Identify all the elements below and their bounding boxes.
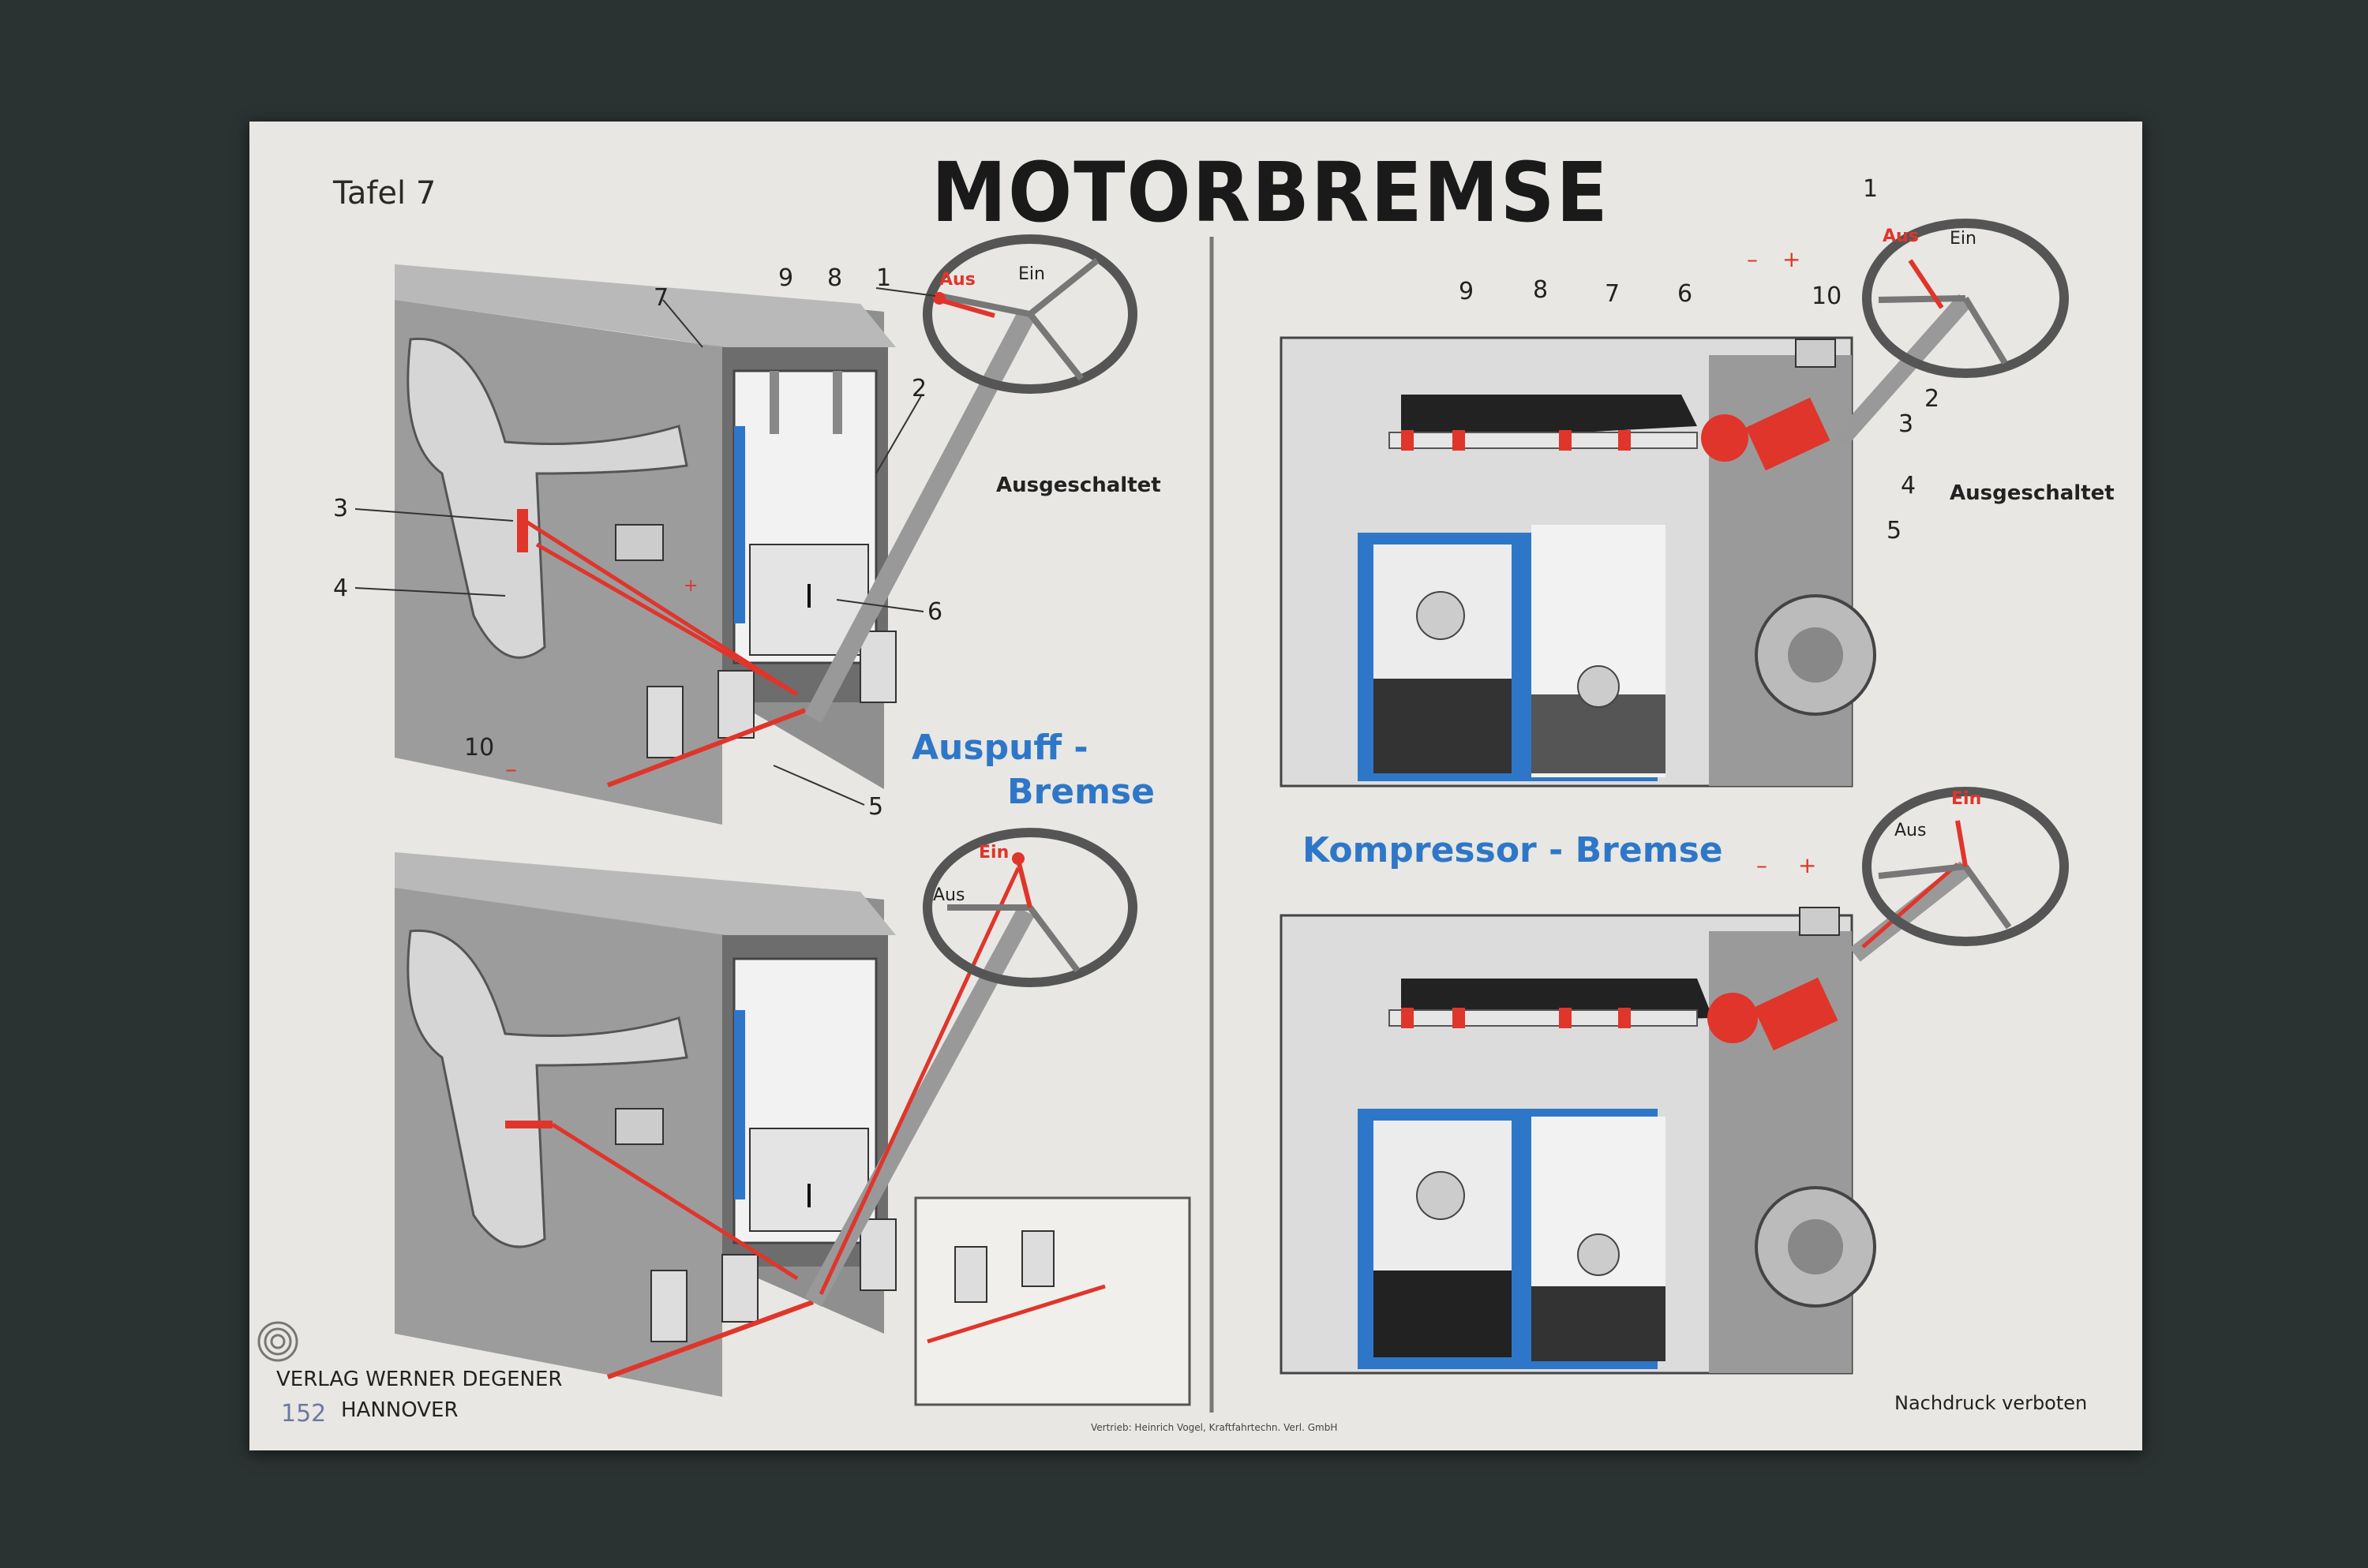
left-callout-4: 4	[333, 574, 349, 602]
right-bottom-switch-on: Ein	[1951, 789, 1982, 809]
copyright-note: Nachdruck verboten	[1894, 1392, 2088, 1414]
exhaust-brake-engine-top	[395, 234, 1137, 825]
right-bottom-minus-sign: –	[1756, 852, 1767, 878]
exhaust-brake-engine-bottom	[395, 828, 1191, 1406]
left-callout-2: 2	[912, 375, 927, 402]
poster-title: MOTORBREMSE	[931, 144, 1609, 241]
right-minus-sign: –	[1747, 246, 1758, 272]
left-heading-line1: Auspuff -	[912, 728, 1088, 768]
right-callout-5: 5	[1887, 517, 1902, 544]
right-callout-9: 9	[1459, 278, 1474, 305]
left-callout-1: 1	[876, 264, 892, 292]
publisher-logo	[257, 1321, 298, 1362]
left-heading-line2: Bremse	[1007, 772, 1155, 812]
left-status-label: Ausgeschaltet	[996, 473, 1161, 497]
left-bottom-switch-on: Ein	[979, 843, 1010, 863]
left-switch-off: Aus	[939, 270, 976, 290]
right-callout-7: 7	[1605, 280, 1621, 308]
left-plus-sign: +	[684, 576, 699, 596]
right-callout-6: 6	[1677, 280, 1693, 308]
compressor-brake-engine-bottom	[1280, 787, 2069, 1375]
left-bottom-switch-off: Aus	[933, 885, 965, 905]
right-switch-off: Aus	[1883, 226, 1919, 246]
leader-lines	[354, 287, 936, 806]
distribution-note: Vertrieb: Heinrich Vogel, Kraftfahrtechn…	[1091, 1422, 1338, 1433]
inventory-stamp: 152	[281, 1400, 327, 1428]
left-callout-7: 7	[654, 284, 669, 312]
right-callout-10: 10	[1812, 283, 1842, 310]
right-callout-8: 8	[1533, 276, 1549, 304]
left-callout-3: 3	[333, 495, 349, 522]
plate-number: Tafel 7	[333, 175, 437, 211]
right-callout-4: 4	[1901, 472, 1917, 500]
right-plus-sign: +	[1782, 246, 1801, 272]
right-status-label: Ausgeschaltet	[1950, 481, 2115, 505]
left-switch-on: Ein	[1018, 264, 1045, 284]
right-switch-on: Ein	[1950, 229, 1976, 249]
left-callout-10: 10	[464, 734, 495, 762]
left-minus-sign: –	[505, 756, 517, 784]
right-bottom-plus-sign: +	[1798, 852, 1817, 878]
publisher-city: HANNOVER	[341, 1398, 459, 1422]
left-callout-5: 5	[868, 793, 884, 821]
right-callout-3: 3	[1898, 410, 1914, 438]
publisher-name: VERLAG WERNER DEGENER	[276, 1368, 563, 1391]
compressor-brake-engine-top	[1280, 219, 2069, 788]
right-bottom-switch-off: Aus	[1894, 821, 1927, 840]
right-callout-1: 1	[1863, 175, 1879, 203]
right-heading: Kompressor - Bremse	[1302, 830, 1723, 870]
right-callout-2: 2	[1924, 385, 1940, 413]
left-callout-8: 8	[827, 264, 843, 292]
left-callout-6: 6	[927, 598, 943, 626]
left-callout-9: 9	[778, 264, 794, 292]
